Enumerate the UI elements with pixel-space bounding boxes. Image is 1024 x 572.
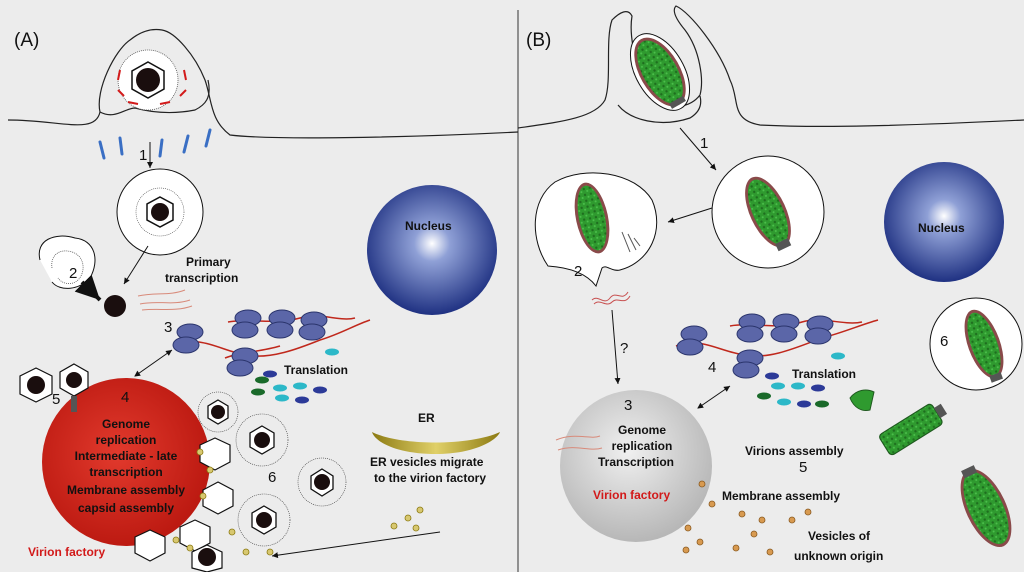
- translation-label-a: Translation: [284, 363, 348, 377]
- virion-factory-b: 3 Genome replication Transcription Virio…: [555, 390, 712, 542]
- svg-text:Intermediate - late: Intermediate - late: [75, 449, 178, 463]
- primary-transcription-label-2: transcription: [165, 271, 238, 285]
- question-mark-b: ?: [620, 340, 628, 357]
- svg-text:Transcription: Transcription: [598, 455, 674, 469]
- virion-factory-label-a: Virion factory: [28, 545, 105, 559]
- svg-text:Membrane assembly: Membrane assembly: [67, 483, 185, 497]
- svg-text:ER: ER: [418, 411, 435, 425]
- capsid-cores-a: [27, 372, 216, 566]
- step-a-5: 5: [52, 391, 60, 408]
- plasma-membrane-a: [7, 28, 519, 139]
- plasma-membrane-b: [517, 5, 1024, 129]
- svg-text:transcription: transcription: [89, 465, 162, 479]
- svg-text:3: 3: [624, 397, 632, 414]
- virions-assembly-label: Virions assembly: [745, 444, 844, 458]
- membrane-inner-b: [617, 95, 702, 124]
- fusion-b: [534, 172, 658, 288]
- vesicles-b: [682, 480, 812, 556]
- receptors-a: [98, 128, 212, 160]
- vesicles-label-1: Vesicles of: [808, 529, 871, 543]
- membrane-assembly-label-b: Membrane assembly: [722, 489, 840, 503]
- core-a: [104, 295, 126, 317]
- vesicles-a: [172, 448, 424, 556]
- ribosomes-b: [675, 313, 879, 408]
- mrna-a: [137, 289, 193, 311]
- step-a-6: 6: [268, 469, 276, 486]
- mature-virions-a: [197, 391, 347, 547]
- step-a-3: 3: [164, 319, 172, 336]
- entering-virion-a: [117, 49, 179, 111]
- released-mimivirus-b: [960, 465, 1012, 547]
- membrane-inner-a: [99, 79, 210, 116]
- svg-text:Nucleus: Nucleus: [405, 219, 452, 233]
- panel-b-tag: (B): [526, 30, 551, 51]
- step-b-4: 4: [708, 359, 716, 376]
- endosome-a: [116, 168, 204, 256]
- svg-text:4: 4: [121, 389, 129, 406]
- svg-text:replication: replication: [96, 433, 157, 447]
- step-a-1: 1: [139, 147, 147, 164]
- svg-text:replication: replication: [612, 439, 673, 453]
- nucleus-b: Nucleus: [884, 162, 1004, 282]
- step-b-2: 2: [574, 263, 582, 280]
- virion-factory-a: 4 Genome replication Intermediate - late…: [42, 378, 210, 546]
- panel-b: (B) 1: [517, 5, 1024, 563]
- translation-label-b: Translation: [792, 367, 856, 381]
- entering-mimivirus-b: [629, 33, 691, 111]
- step-a-2: 2: [69, 265, 77, 282]
- vacuole-b: [711, 155, 825, 269]
- red-marks-a: [117, 69, 187, 105]
- svg-text:Virion factory: Virion factory: [593, 488, 670, 502]
- nucleus-a: Nucleus: [367, 185, 497, 315]
- vesicles-label-2: unknown origin: [794, 549, 883, 563]
- genome-strand-b: [591, 291, 631, 305]
- svg-text:Genome: Genome: [102, 417, 150, 431]
- step-b-1: 1: [700, 135, 708, 152]
- ribosomes-a: [172, 309, 371, 404]
- svg-text:capsid assembly: capsid assembly: [78, 501, 174, 515]
- svg-text:Nucleus: Nucleus: [918, 221, 965, 235]
- svg-text:6: 6: [940, 333, 948, 350]
- er-vesicles-label-1: ER vesicles migrate: [370, 455, 484, 469]
- er-vesicles-label-2: to the virion factory: [374, 471, 486, 485]
- panel-a-tag: (A): [14, 30, 39, 51]
- mature-vacuole-b: 6: [929, 297, 1023, 391]
- svg-text:Genome: Genome: [618, 423, 666, 437]
- uncoating-a: [38, 235, 102, 302]
- er-a: ER: [372, 411, 500, 454]
- capsids-a: [19, 363, 234, 572]
- step-b-5: 5: [799, 459, 807, 476]
- assembly-parts-b: [849, 389, 948, 456]
- panel-a: (A) 1: [7, 28, 519, 572]
- primary-transcription-label-1: Primary: [186, 255, 231, 269]
